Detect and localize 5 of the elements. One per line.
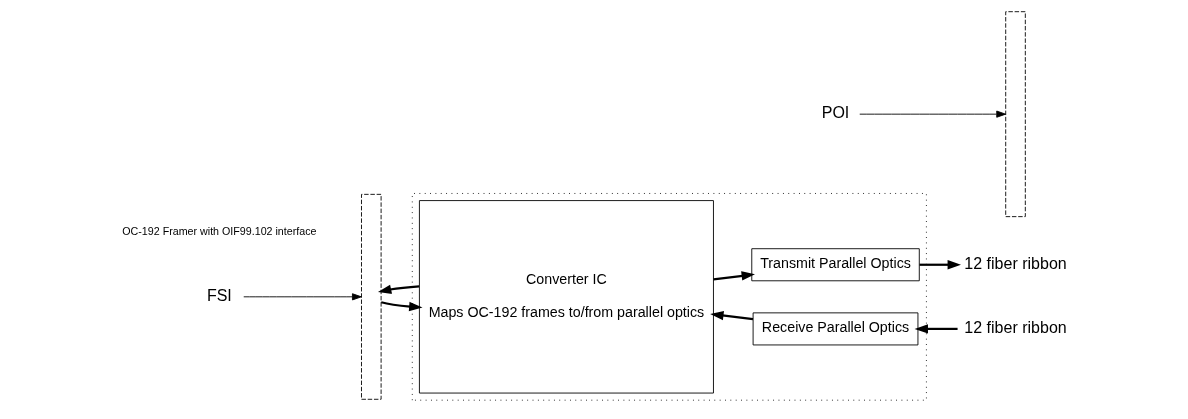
node-text: 12 fiber ribbon [963,253,1067,272]
node-text: 12 fiber ribbon [963,317,1067,336]
label: OC-192 Framer with OIF99.102 interface [121,225,316,238]
node-text: POI [821,103,849,122]
node-text: FSI [206,285,232,304]
